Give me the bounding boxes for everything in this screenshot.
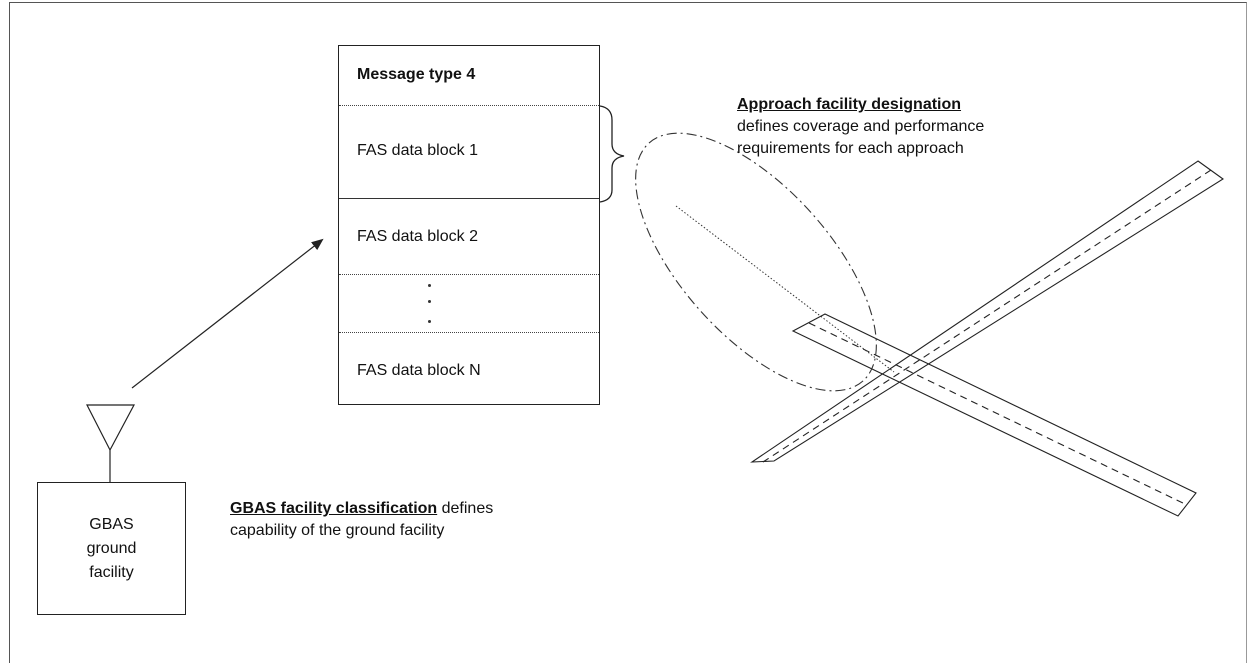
runway-icon <box>750 160 1224 517</box>
row-divider <box>339 332 599 333</box>
row-divider <box>339 105 599 106</box>
fas-block-1-label: FAS data block 1 <box>357 142 478 159</box>
fas-block-2-label: FAS data block 2 <box>357 228 478 245</box>
ellipsis-dots <box>428 280 434 330</box>
ground-facility-line1: GBAS <box>89 515 134 533</box>
message-title-row: Message type 4 <box>339 46 599 105</box>
approach-coverage-ellipse <box>635 132 877 392</box>
brace-icon <box>599 105 625 203</box>
approach-designation-line1: defines coverage and performance <box>737 118 985 135</box>
ground-facility-line3: facility <box>89 563 134 581</box>
gbas-ground-facility-box: GBAS ground facility <box>37 482 186 615</box>
facility-classification-line2: capability of the ground facility <box>230 522 445 539</box>
message-title: Message type 4 <box>357 66 476 83</box>
fas-block-n-label: FAS data block N <box>357 362 481 379</box>
row-divider <box>339 274 599 275</box>
ground-facility-line2: ground <box>86 539 137 557</box>
facility-classification-tail: defines <box>437 500 494 517</box>
approach-designation-heading: Approach facility designation <box>737 96 962 113</box>
approach-designation-line2: requirements for each approach <box>737 140 964 157</box>
approach-path <box>675 205 895 373</box>
approach-designation-label: Approach facility designation defines co… <box>737 94 984 160</box>
uplink-arrow <box>131 238 324 389</box>
fas-block-row: FAS data block 2 <box>339 198 599 274</box>
facility-classification-label: GBAS facility classification defines cap… <box>230 498 493 542</box>
row-divider <box>339 198 599 199</box>
antenna-icon <box>86 404 135 482</box>
fas-block-row: FAS data block N <box>339 332 599 406</box>
fas-block-row: FAS data block 1 <box>339 105 599 198</box>
message-type-4-box: Message type 4 FAS data block 1 FAS data… <box>338 45 600 405</box>
facility-classification-heading: GBAS facility classification <box>230 500 438 517</box>
